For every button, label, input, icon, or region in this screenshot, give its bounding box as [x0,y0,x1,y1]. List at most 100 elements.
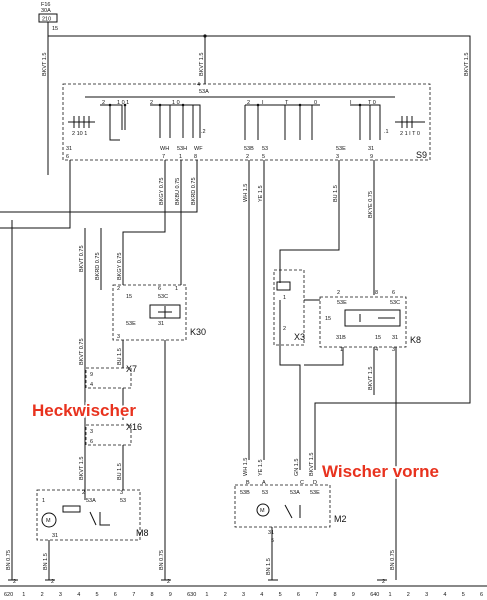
x3-connector-box [273,269,305,346]
wire-label-bn-k30: BN 0.75 [159,550,165,570]
s9-label: S9 [416,150,427,160]
m2-term-53b: 53B [240,490,250,496]
wire-x3-to-m2 [279,300,301,470]
s9-pin-1: 1 [179,154,182,160]
k8-pin-8: 8 [375,290,378,296]
m8-pin-3: 3 [120,490,123,496]
scale-tick-label: 9 [352,592,355,598]
svg-text:2: 2 [167,579,170,585]
s9-hdr-53e: 53E [336,146,346,152]
scale-tick-label: 5 [279,592,282,598]
s9-term-31: 31 [66,146,72,152]
m8-term-53a: 53A [86,498,96,504]
k30-term-15: 15 [126,294,132,300]
s9-pin-8: 8 [194,154,197,160]
svg-text:2 1 I T 0: 2 1 I T 0 [400,131,420,137]
scale-tick-label: 640 [370,592,379,598]
s9-dot2: .2 [201,129,206,135]
s9-pos-i: I [350,100,352,106]
m2-pin-B: B [246,480,250,486]
x7-pin-bot: 4 [90,382,93,388]
scale-tick-label: 630 [187,592,196,598]
s9-switch-left: 2 10 1 [68,116,95,137]
wire-label-bkvt-right: BKVT 1.5 [464,53,470,76]
wire-label-bu-x7: BU 1.5 [117,348,123,365]
m8-motor-box [36,489,141,541]
s9-dot1: .1 [384,129,389,135]
s9-term-31-right: 31 [368,146,374,152]
fuse-box-number: 210 [42,17,51,23]
k8-pin-2: 2 [337,290,340,296]
wire-label-bkrd: BKRD 0.75 [191,177,197,205]
scale-tick-label: 2 [224,592,227,598]
wire-label-ye-bottom: YE 1.5 [258,459,264,476]
scale-tick-label: 6 [480,592,483,598]
x3-pin-1: 1 [283,295,286,301]
x7-label: X7 [126,364,137,374]
x3-pin-2: 2 [283,326,286,332]
wire-label-bkvt-k30: BKVT 0.75 [79,246,85,273]
m8-motor-glyph: M [46,518,51,524]
wire-label-wh-top: WH 1.5 [243,184,249,202]
wire-label-bu-m8: BU 1.5 [117,463,123,480]
k30-pin-2: 2 [117,286,120,292]
s9-pos-b: 1 0 1 [117,100,129,106]
k8-label: K8 [410,335,421,345]
k8-term-15b: 15 [375,335,381,341]
wire-label-ye-top: YE 1.5 [258,185,264,202]
m2-pin-D: D [313,480,317,486]
wire-label-bn-m2: BN 1.5 [266,558,272,575]
m2-label: M2 [334,514,347,524]
wire-label-bn-left: BN 0.75 [6,550,12,570]
s9-pos-f: I [262,100,264,106]
m2-term-31: 31 [268,530,274,536]
k8-term-31b: 31B [336,335,346,341]
wire-label-bkrd-k30: BKRD 0.75 [95,252,101,280]
x16-connector-box [85,424,132,446]
s9-pos-c: 2 [150,100,153,106]
k8-pin-4: 4 [375,347,378,353]
s9-hdr-53: 53 [262,146,268,152]
x3-plug-icon [276,281,291,291]
wire-label-bkbu: BKBU 0.75 [175,178,181,205]
m2-term-53: 53 [262,490,268,496]
fuse-id: F16 [41,2,50,8]
wire-label-bkvt-left: BKVT 1.5 [42,53,48,76]
m8-term-53: 53 [120,498,126,504]
wire-rear-verticals [84,285,124,500]
k8-term-53e: 53E [337,300,347,306]
k30-pin-6: 6 [158,286,161,292]
m8-label: M8 [136,528,149,538]
k8-coil [344,309,401,327]
scale-tick-label: 8 [334,592,337,598]
s9-switch-right: 2 1 I T 0 [395,116,425,137]
fuse-pin: 15 [52,26,58,32]
svg-text:2: 2 [51,579,54,585]
wire-s9-pin6-ground-branch [0,160,71,229]
k30-relay-box [112,284,187,341]
x16-label: X16 [126,422,142,432]
wire-label-bu: BU 1.5 [333,185,339,202]
s9-pos-h: 0 [314,100,317,106]
junction [203,34,207,38]
scale-tick-label: 6 [297,592,300,598]
x7-connector-box [85,367,132,389]
svg-text:2: 2 [13,579,16,585]
m2-motor-box [234,484,331,528]
scale-tick-label: 5 [96,592,99,598]
fuse-rating: 30A [41,8,51,14]
k8-term-53c: 53C [390,300,400,306]
wire-label-bkvt-s9: BKVT 1.5 [199,53,205,76]
scale-tick-label: 4 [260,592,263,598]
wire-label-wh-bottom: WH 1.5 [243,458,249,476]
scale-tick-label: 1 [22,592,25,598]
k30-term-53c: 53C [158,294,168,300]
s9-pos-j: T 0 [368,100,376,106]
k30-pin-1: 1 [175,286,178,292]
scale-tick-label: 5 [462,592,465,598]
wire-label-bn-m8: BN 1.5 [43,553,49,570]
wire-k8-outputs [304,299,397,580]
